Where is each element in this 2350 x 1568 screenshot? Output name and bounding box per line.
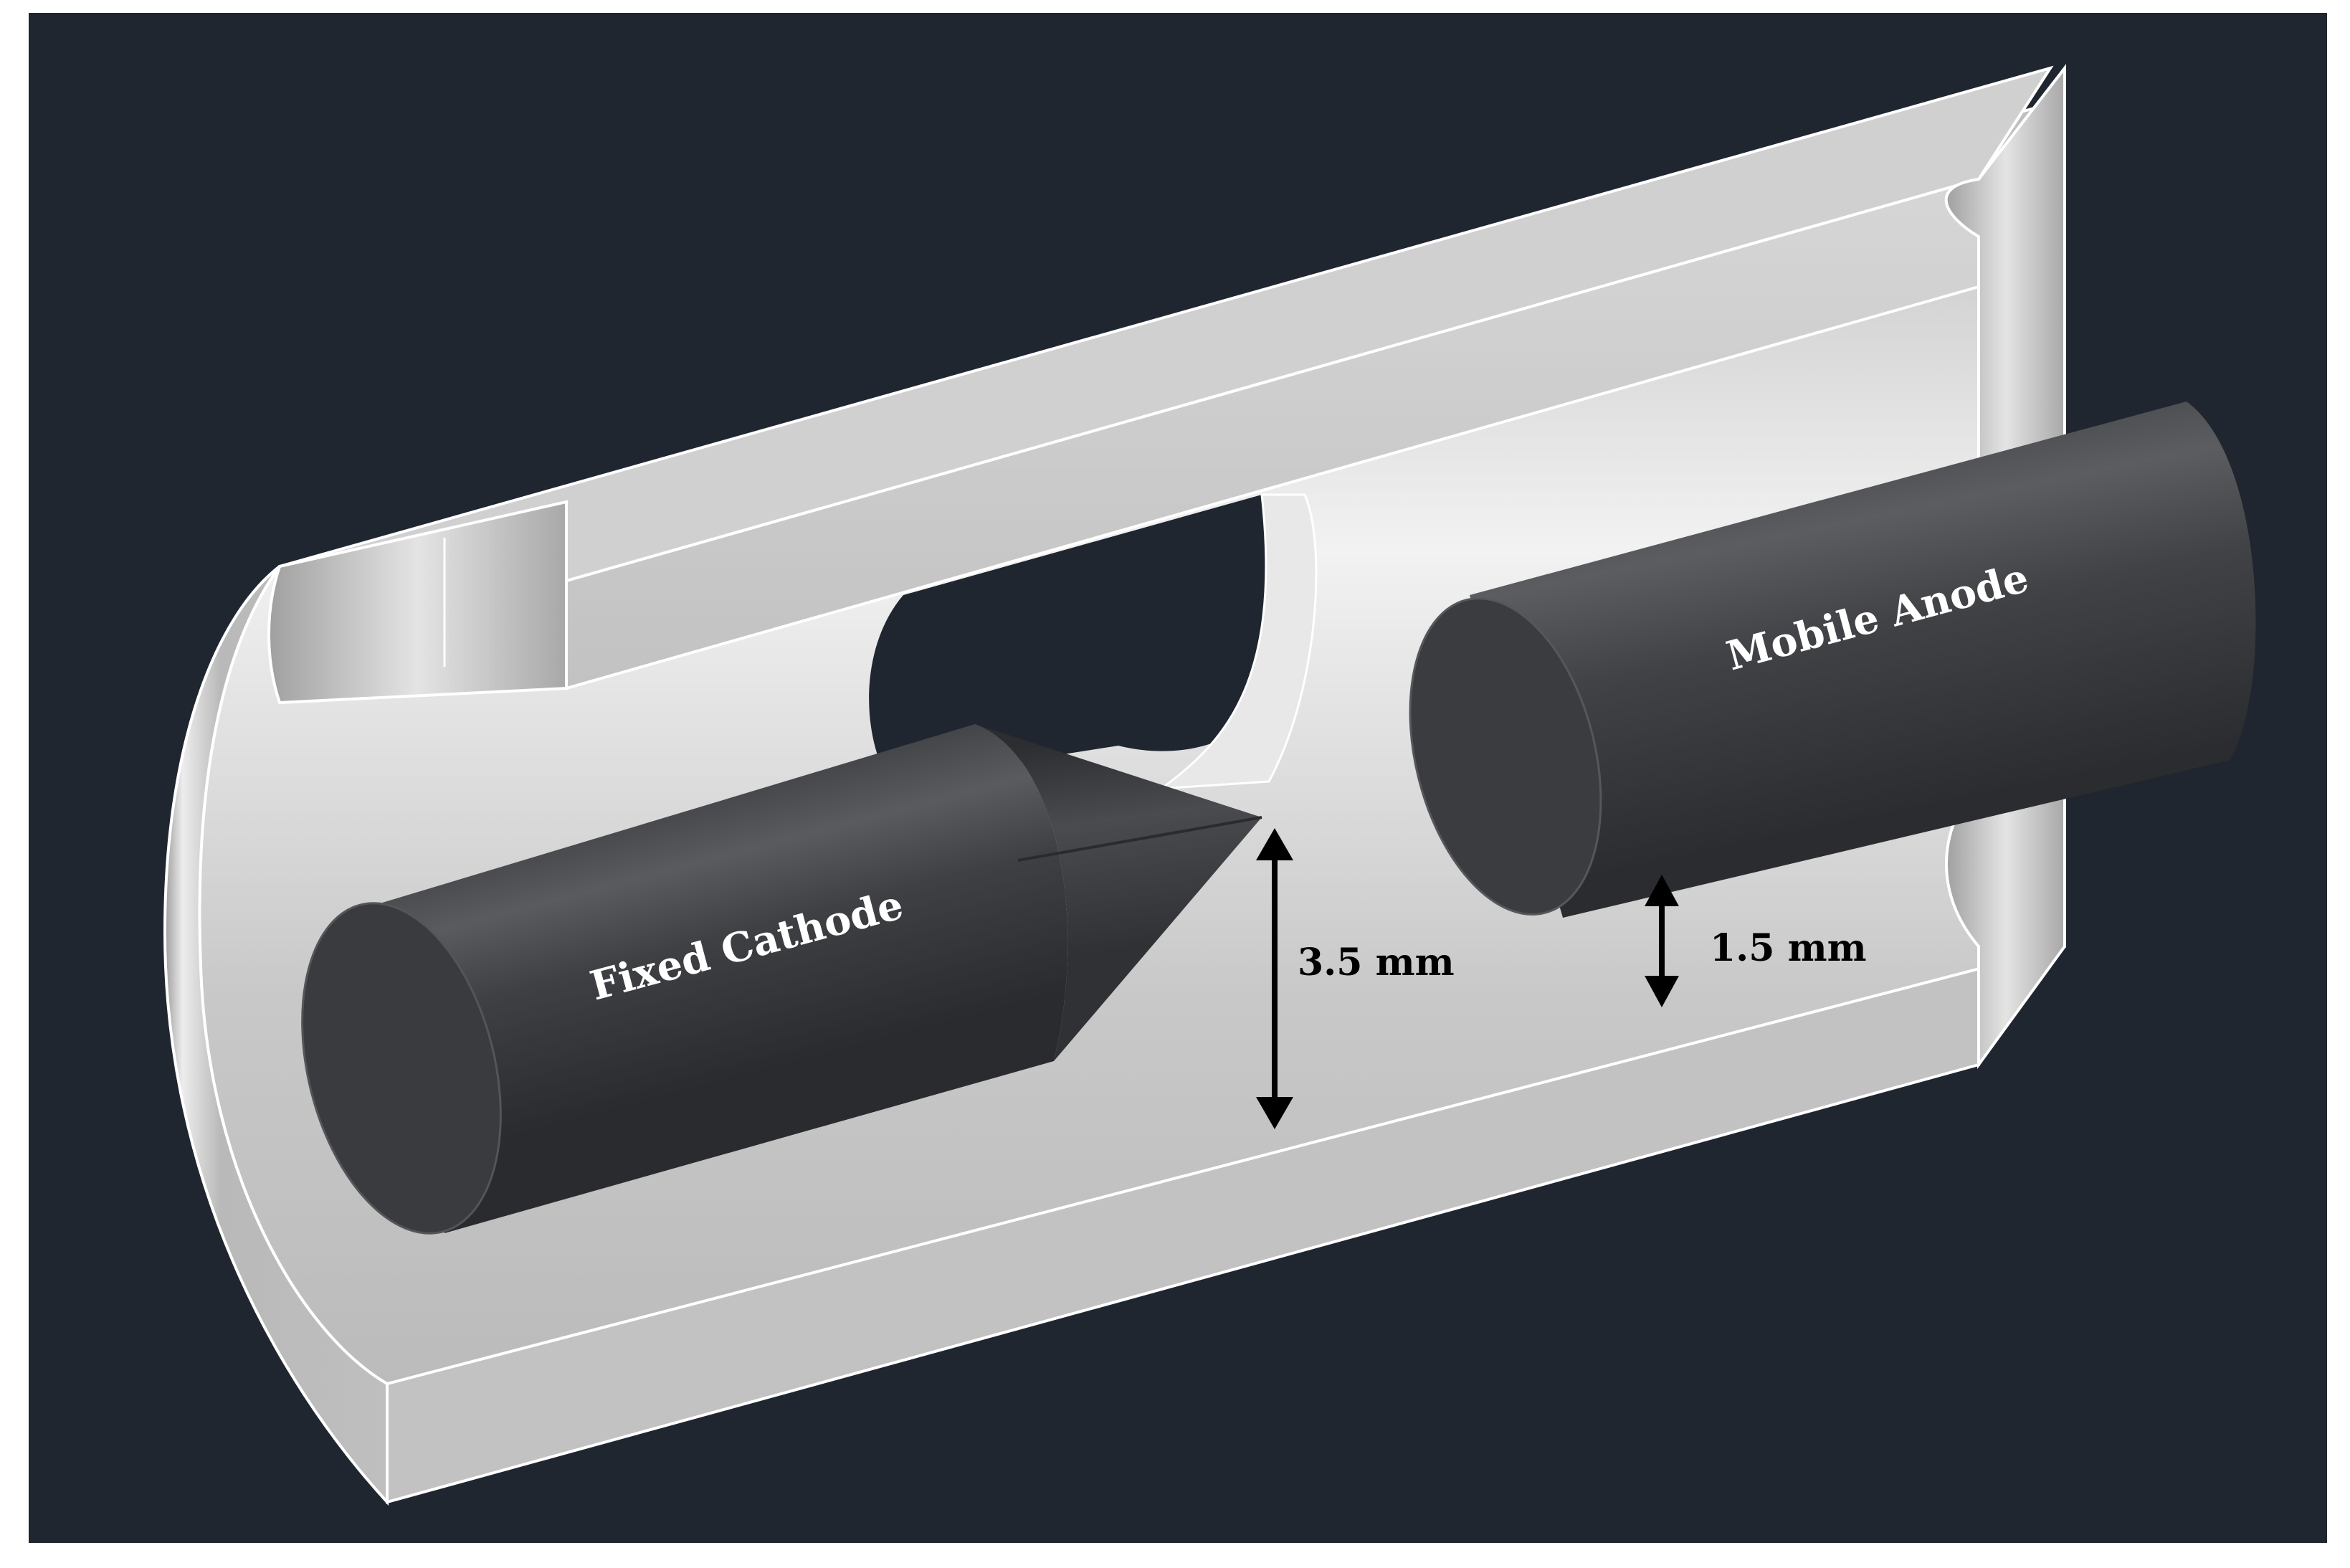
side-port-hole: [869, 495, 1289, 781]
cathode-tip-ridge: [1017, 816, 1262, 862]
housing-left-end-wall: [163, 565, 389, 1506]
anode-gap-label: 1.5 mm: [1710, 926, 1867, 970]
cathode-end-face: [301, 902, 502, 1235]
cathode-gap-label: 3.5 mm: [1298, 941, 1455, 984]
anode-end-face: [1409, 597, 1602, 916]
cathode-gap-arrow: [1256, 828, 1293, 1129]
anode-body: [1470, 401, 2256, 918]
cathode-body: [380, 724, 1068, 1233]
left-recess-ring: [267, 500, 568, 705]
anode-gap-arrow: [1645, 875, 1679, 1007]
cathode-tip: [975, 724, 1262, 1061]
